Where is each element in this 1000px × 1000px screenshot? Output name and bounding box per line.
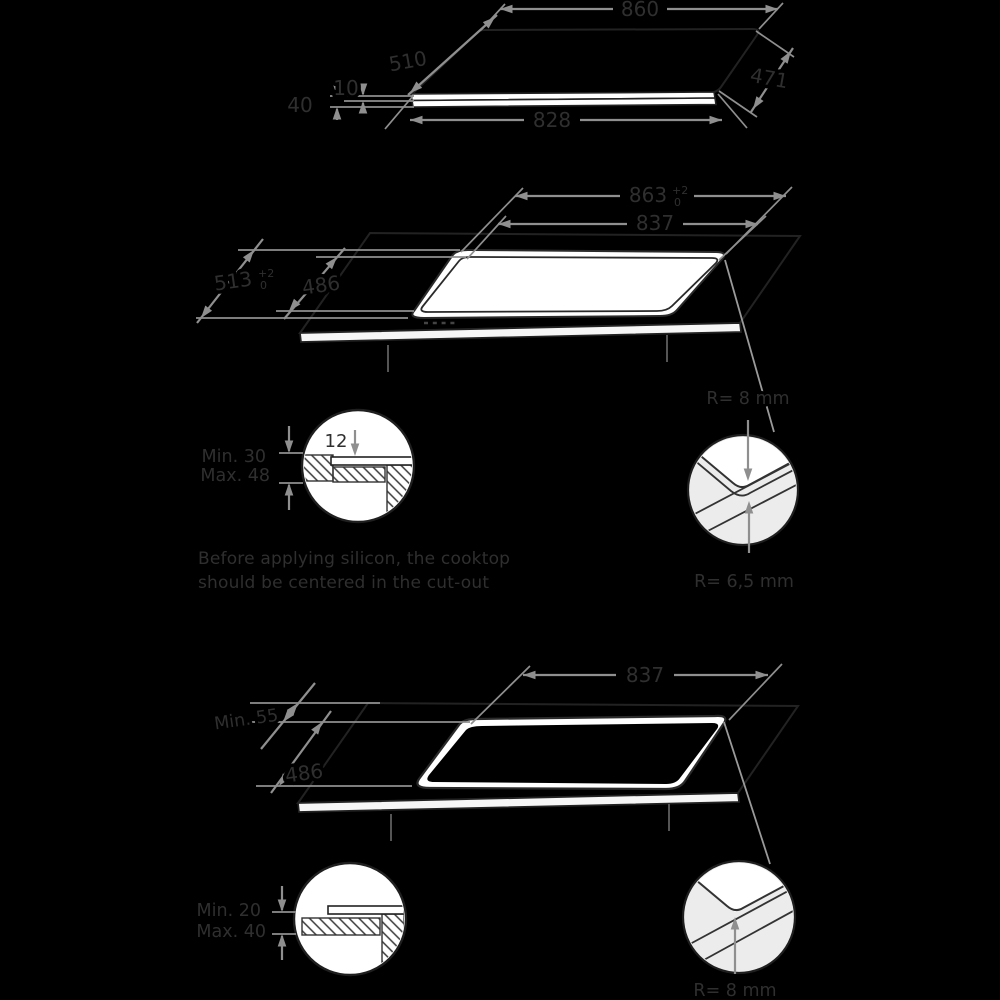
cooktop-slab-view	[409, 27, 760, 108]
label-max-thickness: Max. 48	[200, 466, 270, 486]
label-min-thickness: Min. 30	[202, 447, 266, 467]
dim-depth-right: 471	[748, 63, 790, 93]
dim-outer-depth: 513	[212, 267, 253, 296]
dim-outer-width: 863	[629, 183, 667, 207]
standard-cutout-view	[296, 701, 800, 865]
dim-width-standard: 837	[626, 663, 664, 687]
dim-glass-height: 10	[333, 76, 358, 100]
dim-outer-width-tol-zero: 0	[674, 196, 681, 209]
cutout-inner-outline	[420, 256, 719, 313]
glass-edge-section-bottom	[327, 905, 404, 915]
dim-inner-width: 837	[636, 211, 674, 235]
detail-overlap-circle: Min. 20 Max. 40	[193, 861, 408, 977]
detail-rebate-circle: 12 Min. 30 Max. 48	[197, 408, 416, 524]
dim-width-top: 860	[621, 0, 659, 21]
top-view-dimension-lines	[330, 2, 795, 130]
detail-radius-standard-circle: R= 8 mm	[681, 859, 797, 1000]
dim-min-rear-distance: Min. 55	[213, 706, 280, 735]
note-line1: Before applying silicon, the cooktop	[198, 549, 510, 569]
flush-cutout-view	[298, 231, 802, 433]
dim-inner-depth: 486	[300, 271, 341, 300]
standard-cutout-dimension-lines	[238, 663, 783, 794]
corner-radius-section-bottom	[685, 863, 793, 962]
cutout-hole	[427, 723, 719, 784]
label-min-overlap: Min. 20	[197, 901, 261, 921]
label-radius-bottom: R= 6,5 mm	[694, 572, 794, 592]
countertop-front-edge	[299, 322, 742, 343]
countertop-front-edge-bottom	[297, 792, 740, 813]
label-max-overlap: Max. 40	[196, 922, 266, 942]
dim-outer-width-tol-plus: +2	[672, 184, 688, 197]
dim-width-bottom: 828	[533, 108, 571, 132]
flush-cutout-dimension-lines	[196, 186, 793, 324]
dim-outer-depth-tol-zero: 0	[260, 279, 267, 292]
corner-leader-line-bottom	[723, 721, 771, 865]
label-radius-top: R= 8 mm	[706, 389, 789, 409]
dim-depth-left: 510	[387, 46, 429, 76]
top-view-dimension-labels: 860 510 471 40 10 828	[284, 0, 794, 136]
cooktop-top-face	[409, 27, 760, 96]
dim-glass-overlap: 12	[325, 431, 348, 452]
note-line2: should be centered in the cut-out	[198, 573, 489, 593]
cooktop-body-edge	[411, 97, 717, 108]
detail-radius-flush-circle: R= 8 mm R= 6,5 mm	[686, 386, 800, 595]
glass-edge-section	[330, 456, 412, 466]
corner-leader-line	[724, 259, 775, 433]
label-radius-standard: R= 8 mm	[693, 981, 776, 1000]
dim-outer-depth-tol-plus: +2	[258, 267, 274, 280]
flush-cutout-dimension-labels: 863 +2 0 837 513 +2 0 486	[209, 180, 691, 304]
overlap-cross-section	[301, 905, 404, 965]
dim-total-height: 40	[287, 93, 312, 117]
dim-depth-standard: 486	[283, 759, 324, 788]
silicon-note: Before applying silicon, the cooktop sho…	[198, 549, 510, 593]
